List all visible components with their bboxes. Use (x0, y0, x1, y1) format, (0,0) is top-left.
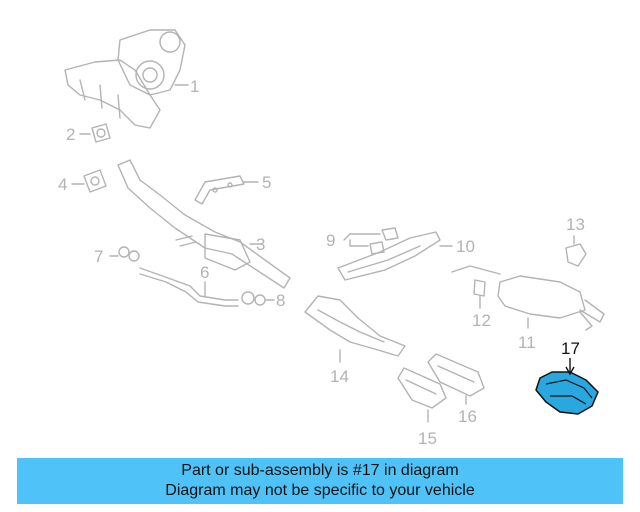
callout-10: 10 (456, 237, 475, 256)
part-17-heat-shield-highlighted[interactable] (535, 358, 599, 415)
part-11-rear-muffler[interactable] (451, 265, 605, 331)
callout-11: 11 (518, 333, 536, 352)
callout-9: 9 (326, 231, 336, 250)
callout-1: 1 (190, 77, 200, 96)
callout-17-highlighted: 17 (561, 339, 580, 358)
part-10-heat-shield[interactable] (337, 231, 453, 281)
part-8-clamp[interactable] (241, 291, 275, 306)
part-6-pipe[interactable] (139, 267, 239, 307)
callout-2: 2 (66, 125, 76, 144)
part-7-clamp[interactable] (109, 246, 140, 262)
callout-16: 16 (458, 407, 477, 426)
banner-line-2: Diagram may not be specific to your vehi… (165, 482, 475, 499)
callout-12: 12 (472, 311, 491, 330)
part-4-gasket[interactable] (71, 169, 107, 193)
callout-8: 8 (276, 291, 286, 310)
part-15-heat-shield[interactable] (397, 367, 447, 423)
part-16-heat-shield[interactable] (427, 353, 485, 405)
exhaust-parts-diagram (64, 29, 605, 423)
callout-5: 5 (262, 173, 272, 192)
callout-7: 7 (94, 247, 104, 266)
part-5-bracket[interactable] (194, 175, 259, 205)
callout-6: 6 (200, 263, 210, 282)
part-3-front-pipe-catalytic-converter[interactable] (117, 159, 291, 289)
banner-line-1: Part or sub-assembly is #17 in diagram (181, 462, 459, 479)
info-banner: Part or sub-assembly is #17 in diagram D… (17, 458, 623, 504)
part-12-hanger[interactable] (473, 279, 486, 309)
part-14-heat-shield[interactable] (304, 295, 406, 363)
callout-14: 14 (330, 367, 349, 386)
part-1-turbocharger-manifold[interactable] (64, 29, 189, 129)
callout-15: 15 (418, 429, 437, 448)
callout-3: 3 (256, 235, 266, 254)
part-9-hangers[interactable] (343, 227, 399, 255)
callout-13: 13 (566, 215, 585, 234)
part-13-bracket[interactable] (565, 235, 587, 267)
part-2-gasket[interactable] (79, 123, 111, 143)
callout-4: 4 (58, 175, 68, 194)
